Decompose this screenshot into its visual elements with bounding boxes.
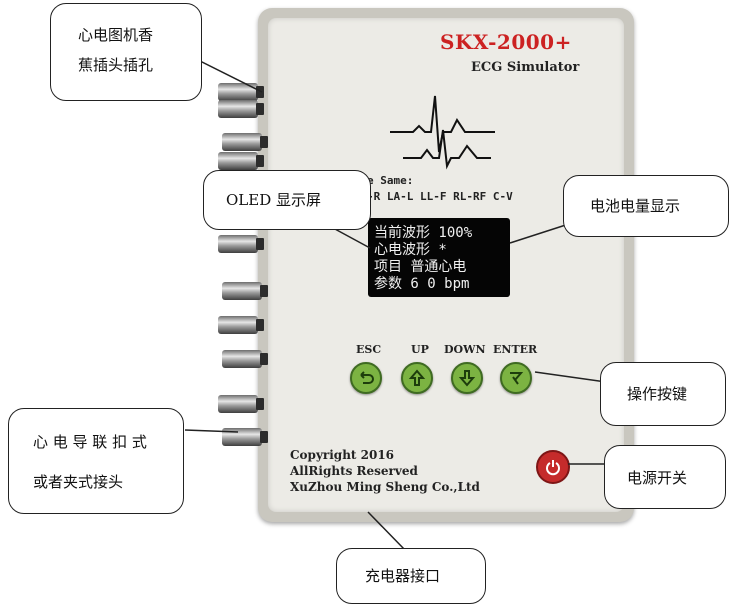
copyright-line: XuZhou Ming Sheng Co.,Ltd: [290, 480, 480, 494]
copyright-line: Copyright 2016: [290, 448, 395, 462]
callout-charger: 充电器接口: [336, 548, 486, 604]
callout-text: 电池电量显示: [590, 197, 681, 215]
lead-label: e Same:: [367, 174, 414, 187]
ecg-wave-logo: [390, 95, 495, 170]
enter-button[interactable]: [500, 362, 532, 394]
up-button[interactable]: [401, 362, 433, 394]
connector: [218, 395, 264, 413]
connector: [218, 100, 264, 118]
oled-line: 心电波形 *: [374, 242, 447, 258]
enter-label: ENTER: [493, 343, 538, 356]
callout-text: 心 电 导 联 扣 式: [33, 433, 147, 451]
arrow-down-icon: [458, 370, 476, 387]
model-subtitle: ECG Simulator: [471, 60, 580, 75]
esc-button[interactable]: [350, 362, 382, 394]
connector: [222, 133, 268, 151]
callout-text: 心电图机香: [78, 26, 154, 44]
copyright-line: AllRights Reserved: [290, 464, 418, 478]
callout-text: 电源开关: [627, 469, 688, 487]
oled-line: 参数 6 0 bpm: [374, 276, 470, 292]
power-button[interactable]: [536, 450, 570, 484]
model-title: SKX-2000+: [440, 30, 572, 54]
down-label: DOWN: [444, 343, 486, 356]
power-icon: [546, 460, 560, 476]
callout-lead-connector: 心 电 导 联 扣 式 或者夹式接头: [8, 408, 184, 514]
enter-icon: [510, 372, 524, 385]
callout-text: 或者夹式接头: [33, 473, 124, 491]
callout-buttons: 操作按键: [600, 362, 726, 426]
down-button[interactable]: [451, 362, 483, 394]
up-label: UP: [411, 343, 429, 356]
callout-oled: OLED 显示屏: [203, 170, 371, 230]
back-icon: [360, 371, 374, 384]
callout-ecg-jack: 心电图机香 蕉插头插孔: [50, 3, 202, 101]
connector: [218, 235, 264, 253]
oled-line: 项目 普通心电: [374, 259, 467, 275]
callout-battery: 电池电量显示: [563, 175, 729, 237]
callout-text: 蕉插头插孔: [78, 56, 154, 74]
connector: [218, 83, 264, 101]
callout-text: OLED 显示屏: [226, 191, 322, 209]
connector: [218, 316, 264, 334]
oled-line: 当前波形 100%: [374, 225, 473, 241]
callout-text: 操作按键: [627, 385, 688, 403]
oled-display: 当前波形 100% 心电波形 * 项目 普通心电 参数 6 0 bpm: [368, 218, 510, 297]
callout-text: 充电器接口: [365, 567, 441, 585]
arrow-up-icon: [408, 369, 426, 386]
connector: [218, 152, 264, 170]
esc-label: ESC: [356, 343, 382, 356]
connector: [222, 350, 268, 368]
lead-mapping: -R LA-L LL-F RL-RF C-V: [367, 190, 513, 203]
connector: [222, 282, 268, 300]
callout-power: 电源开关: [604, 445, 726, 509]
